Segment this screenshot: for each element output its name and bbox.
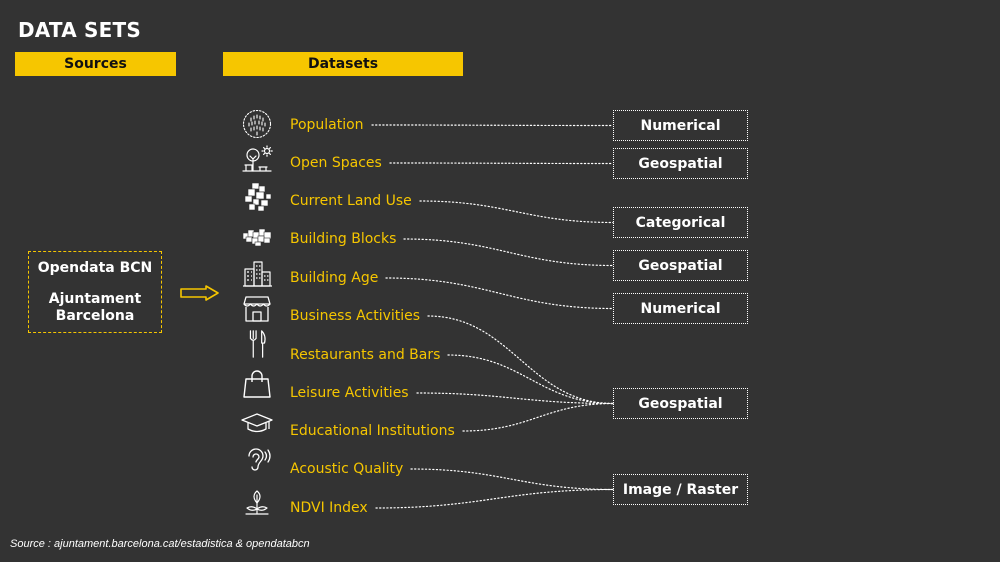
dataset-label-business-activities: Business Activities	[290, 308, 421, 324]
type-box-numerical: Numerical	[613, 110, 748, 141]
graduation-cap-icon	[241, 413, 273, 433]
plant-icon	[245, 490, 269, 515]
type-box-image-raster: Image / Raster	[613, 474, 748, 505]
datasets-header: Datasets	[223, 52, 463, 76]
shopping-bag-icon	[243, 370, 271, 398]
dataset-label-educational-institutions: Educational Institutions	[290, 423, 455, 439]
ear-icon	[248, 448, 271, 471]
source-footnote: Source : ajuntament.barcelona.cat/estadi…	[10, 538, 310, 550]
dataset-label-open-spaces: Open Spaces	[290, 155, 382, 171]
connector-line	[371, 124, 614, 127]
type-box-geospatial: Geospatial	[613, 250, 748, 281]
type-box-geospatial: Geospatial	[613, 388, 748, 419]
dataset-label-building-blocks: Building Blocks	[290, 231, 397, 247]
connector-line	[462, 402, 614, 432]
source-org-line1: Ajuntament	[48, 290, 142, 307]
connector-line	[427, 315, 614, 405]
source-org-line2: Barcelona	[55, 307, 135, 324]
connector-line	[375, 488, 614, 509]
connector-line	[389, 162, 614, 165]
blocks-icon	[242, 228, 272, 247]
dataset-label-population: Population	[290, 117, 364, 133]
type-box-geospatial: Geospatial	[613, 148, 748, 179]
page-title: DATA SETS	[18, 18, 141, 42]
connector-line	[419, 200, 614, 224]
connector-line	[410, 468, 614, 491]
type-box-categorical: Categorical	[613, 207, 748, 238]
dataset-label-acoustic-quality: Acoustic Quality	[290, 461, 404, 477]
connector-line	[385, 277, 614, 310]
park-icon	[242, 145, 273, 172]
source-name: Opendata BCN	[37, 259, 153, 276]
dataset-label-current-land-use: Current Land Use	[290, 193, 412, 209]
connector-line	[416, 392, 614, 405]
connector-line	[403, 238, 614, 267]
dataset-label-leisure-activities: Leisure Activities	[290, 385, 409, 401]
buildings-icon	[243, 261, 272, 287]
dataset-label-restaurants-and-bars: Restaurants and Bars	[290, 347, 441, 363]
population-icon	[242, 109, 272, 139]
arrow-right-icon	[180, 285, 219, 301]
shop-icon	[243, 296, 271, 322]
dataset-label-ndvi-index: NDVI Index	[290, 500, 368, 516]
type-box-numerical: Numerical	[613, 293, 748, 324]
fork-knife-icon	[249, 330, 266, 358]
dataset-label-building-age: Building Age	[290, 270, 379, 286]
connector-line	[447, 354, 614, 405]
sources-header: Sources	[15, 52, 176, 76]
source-box: Opendata BCN Ajuntament Barcelona	[28, 251, 162, 333]
land-use-icon	[244, 182, 272, 212]
